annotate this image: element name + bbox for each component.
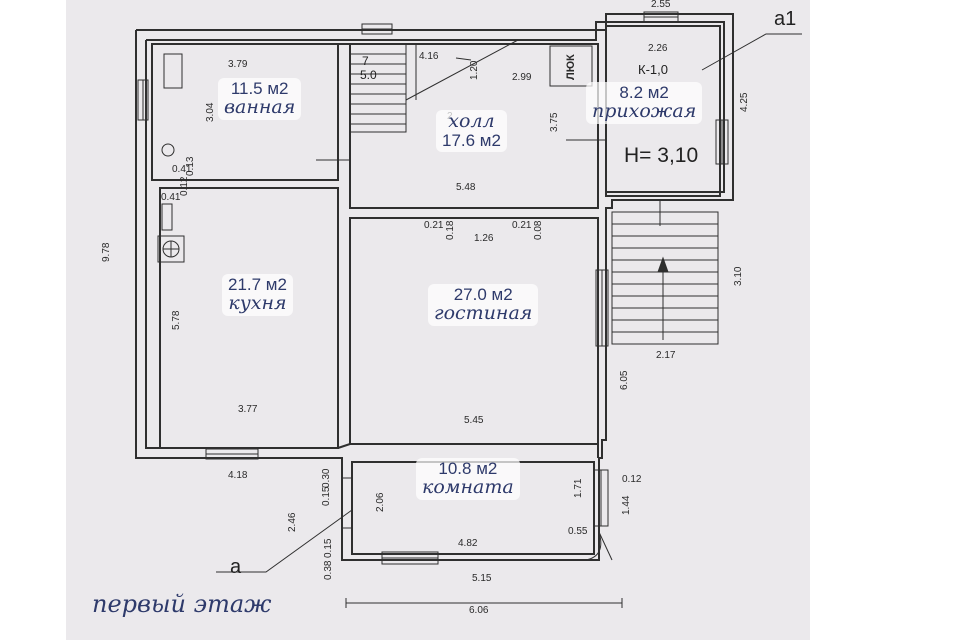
dim-055: 0.55 bbox=[568, 526, 588, 537]
floor-plan-drawing bbox=[135, 11, 802, 608]
room-name: комната bbox=[422, 475, 514, 498]
dim-126: 1.26 bbox=[474, 233, 494, 244]
room-area: 10.8 м2 bbox=[438, 459, 498, 478]
ceiling-height: Н= 3,10 bbox=[624, 144, 699, 167]
section-mark-top: а1 bbox=[774, 8, 797, 30]
room-label-room: 10.8 м2 комната bbox=[416, 458, 520, 500]
dim-605: 6.05 bbox=[619, 370, 630, 390]
room-label-entrance: 8.2 м2 прихожая bbox=[586, 82, 703, 124]
dim-482: 4.82 bbox=[458, 538, 478, 549]
dim-578: 5.78 bbox=[171, 310, 182, 330]
fixtures bbox=[157, 53, 606, 263]
dim-217: 2.17 bbox=[656, 350, 676, 361]
floor-caption: первый этаж bbox=[92, 590, 272, 618]
hall-staircase bbox=[349, 39, 593, 133]
room-name: ванная bbox=[224, 95, 296, 118]
dim-018: 0.18 bbox=[445, 220, 456, 240]
dim-545: 5.45 bbox=[464, 415, 484, 426]
dim-255: 2.55 bbox=[651, 0, 671, 10]
dim-379: 3.79 bbox=[228, 59, 248, 70]
room-area: 17.6 м2 bbox=[442, 130, 501, 150]
windows bbox=[137, 11, 729, 565]
room-name: холл bbox=[448, 110, 495, 132]
dim-377: 3.77 bbox=[238, 404, 258, 415]
stair-number: 7 bbox=[362, 54, 369, 68]
dim-013: 0.13 bbox=[185, 156, 196, 176]
dim-299: 2.99 bbox=[512, 72, 532, 83]
dim-021b: 0.21 bbox=[512, 220, 532, 231]
dim-144: 1.44 bbox=[621, 495, 632, 515]
dim-418: 4.18 bbox=[228, 470, 248, 481]
dim-041a: 0.41 bbox=[172, 164, 192, 175]
plan-sheet: 2.55 3.79 2.26 4.16 1.20 2.99 ЛЮК 4.25 3… bbox=[66, 0, 810, 640]
dim-041b: 0.41 bbox=[161, 192, 181, 203]
room-area: 21.7 м2 bbox=[228, 275, 287, 294]
dim-978: 9.78 bbox=[101, 242, 112, 262]
room-label-hall: холл 17.6 м2 bbox=[436, 110, 507, 152]
stair-value: 5.0 bbox=[360, 68, 377, 82]
section-mark-bottom: а bbox=[230, 556, 242, 578]
room-label-living: 27.0 м2 гостиная bbox=[428, 284, 539, 326]
dim-226: 2.26 bbox=[648, 43, 668, 54]
dim-246: 2.46 bbox=[287, 512, 298, 532]
room-label-bathroom: 11.5 м2 ванная bbox=[218, 78, 302, 120]
room-name: гостиная bbox=[434, 301, 533, 324]
dimension-lines bbox=[345, 200, 661, 608]
dim-425: 4.25 bbox=[739, 92, 750, 112]
room-area: 27.0 м2 bbox=[453, 285, 513, 304]
dim-120: 1.20 bbox=[469, 60, 480, 80]
section-lines bbox=[216, 33, 802, 573]
dim-304: 3.04 bbox=[205, 102, 216, 122]
room-name: прихожая bbox=[592, 99, 697, 122]
hatch-label: ЛЮК bbox=[565, 54, 577, 80]
dim-038: 0.38 bbox=[323, 560, 334, 580]
dim-310: 3.10 bbox=[733, 266, 744, 286]
dim-015b: 0.15 bbox=[323, 538, 334, 558]
dim-606: 6.06 bbox=[469, 605, 489, 616]
dim-008: 0.08 bbox=[533, 220, 544, 240]
room-area: 8.2 м2 bbox=[619, 83, 669, 102]
entrance-code: К-1,0 bbox=[638, 62, 668, 77]
dim-548: 5.48 bbox=[456, 182, 476, 193]
dim-021a: 0.21 bbox=[424, 220, 444, 231]
dim-375: 3.75 bbox=[549, 112, 560, 132]
dim-515: 5.15 bbox=[472, 573, 492, 584]
dim-171: 1.71 bbox=[573, 478, 584, 498]
dim-030: 0.30 bbox=[321, 468, 332, 488]
room-area: 11.5 м2 bbox=[230, 79, 289, 98]
room-name: кухня bbox=[228, 291, 287, 314]
entrance-stairs bbox=[585, 211, 719, 561]
dim-012b: 0.12 bbox=[622, 474, 642, 485]
dim-012: 0.12 bbox=[179, 176, 190, 196]
dim-206: 2.06 bbox=[375, 492, 386, 512]
dim-416: 4.16 bbox=[419, 51, 439, 62]
room-label-kitchen: 21.7 м2 кухня bbox=[222, 274, 293, 316]
dim-015a: 0.15 bbox=[321, 486, 332, 506]
